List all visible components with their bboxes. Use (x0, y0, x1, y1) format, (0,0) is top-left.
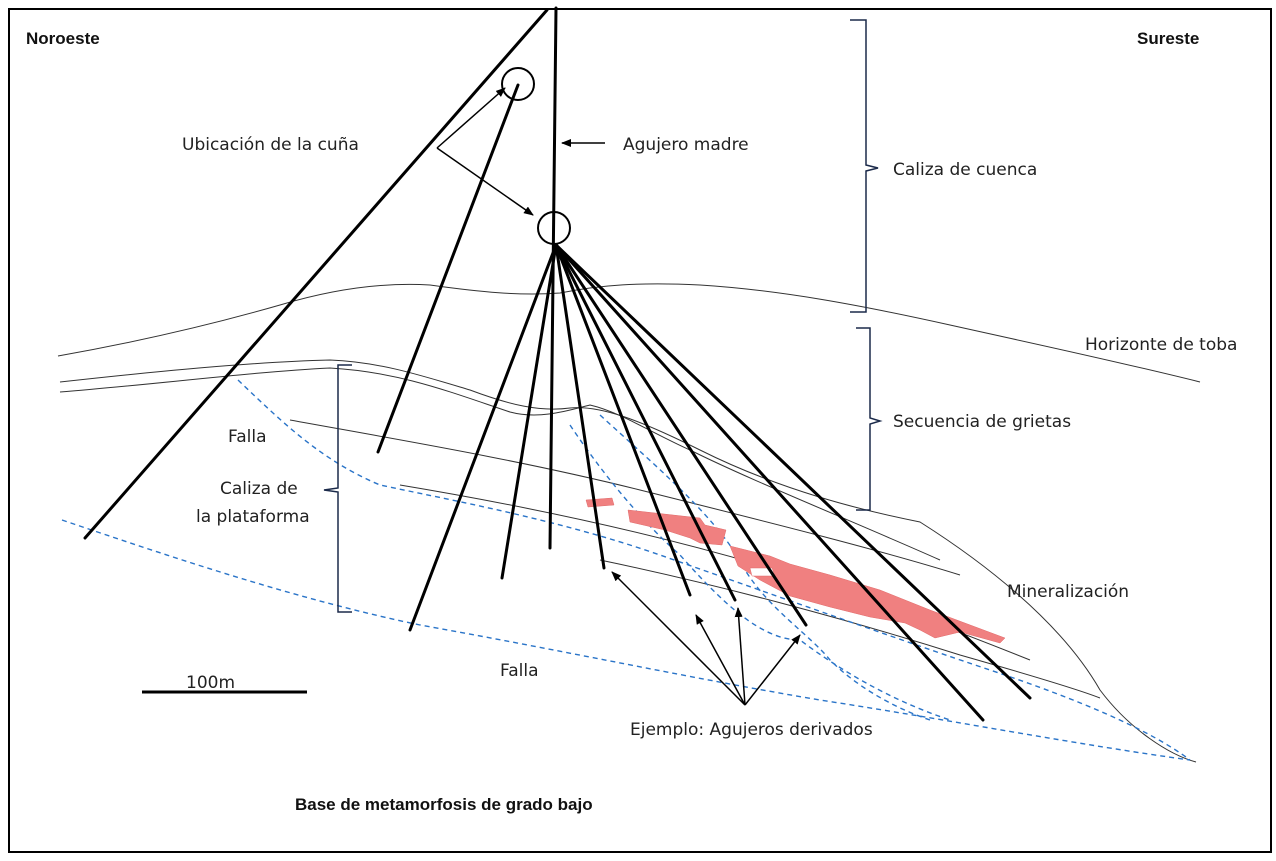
wedge-circle-lower (537, 211, 571, 245)
fault-label-lower: Falla (500, 661, 539, 681)
rift-sequence-top-contact (59, 359, 1197, 763)
tuff-horizon-label: Horizonte de toba (1085, 335, 1237, 355)
derived-hole-4 (554, 243, 692, 597)
derived-hole-5 (554, 243, 737, 602)
platform-contact-3 (599, 559, 1101, 699)
derived-arrow-3 (734, 607, 746, 706)
derived-holes-label: Ejemplo: Agujeros derivados (630, 720, 873, 740)
derived-hole-8 (554, 243, 1032, 700)
base-label: Base de metamorfosis de grado bajo (295, 795, 593, 814)
diagram-frame (8, 8, 1272, 853)
wedge-arrow-lower (436, 147, 534, 216)
fault-label-upper: Falla (228, 427, 267, 447)
mineralization-label: Mineralización (1007, 582, 1129, 602)
derived-hole-6 (554, 243, 808, 627)
fault-line-lower (61, 519, 1191, 761)
fault-line-inner-2 (599, 414, 931, 721)
derived-hole-2 (500, 243, 558, 580)
platform-limestone-bracket (323, 364, 352, 613)
northwest-label: Noroeste (26, 29, 100, 48)
wedge-arrow-upper (436, 87, 506, 149)
wedge-hole-long (83, 8, 549, 540)
mineralization-body-1 (627, 509, 727, 546)
derived-hole-3 (554, 243, 606, 570)
basin-limestone-brace (850, 19, 879, 313)
derived-arrow-1 (611, 571, 746, 706)
mother-hole (548, 6, 558, 550)
derived-arrow-2 (695, 614, 746, 706)
wedge-location-label: Ubicación de la cuña (182, 135, 359, 155)
rift-sequence-label: Secuencia de grietas (893, 412, 1071, 432)
rift-sequence-brace (856, 327, 883, 511)
derived-hole-7 (554, 243, 985, 722)
tuff-horizon-contact (57, 283, 1201, 383)
scale-bar-label: 100m (186, 673, 235, 693)
platform-limestone-label-2: la plataforma (196, 507, 310, 527)
mother-hole-label: Agujero madre (623, 135, 749, 155)
wedge-circle-upper (501, 67, 535, 101)
southeast-label: Sureste (1137, 29, 1199, 48)
fault-line-upper (237, 379, 1191, 761)
derived-hole-1 (408, 243, 558, 632)
rift-sequence-contact-2 (59, 367, 941, 561)
wedge-hole-upper (376, 83, 520, 454)
platform-limestone-label-1: Caliza de (220, 479, 298, 499)
basin-limestone-label: Caliza de cuenca (893, 160, 1037, 180)
mineralization-small (585, 497, 615, 508)
derived-arrow-4 (744, 634, 801, 706)
